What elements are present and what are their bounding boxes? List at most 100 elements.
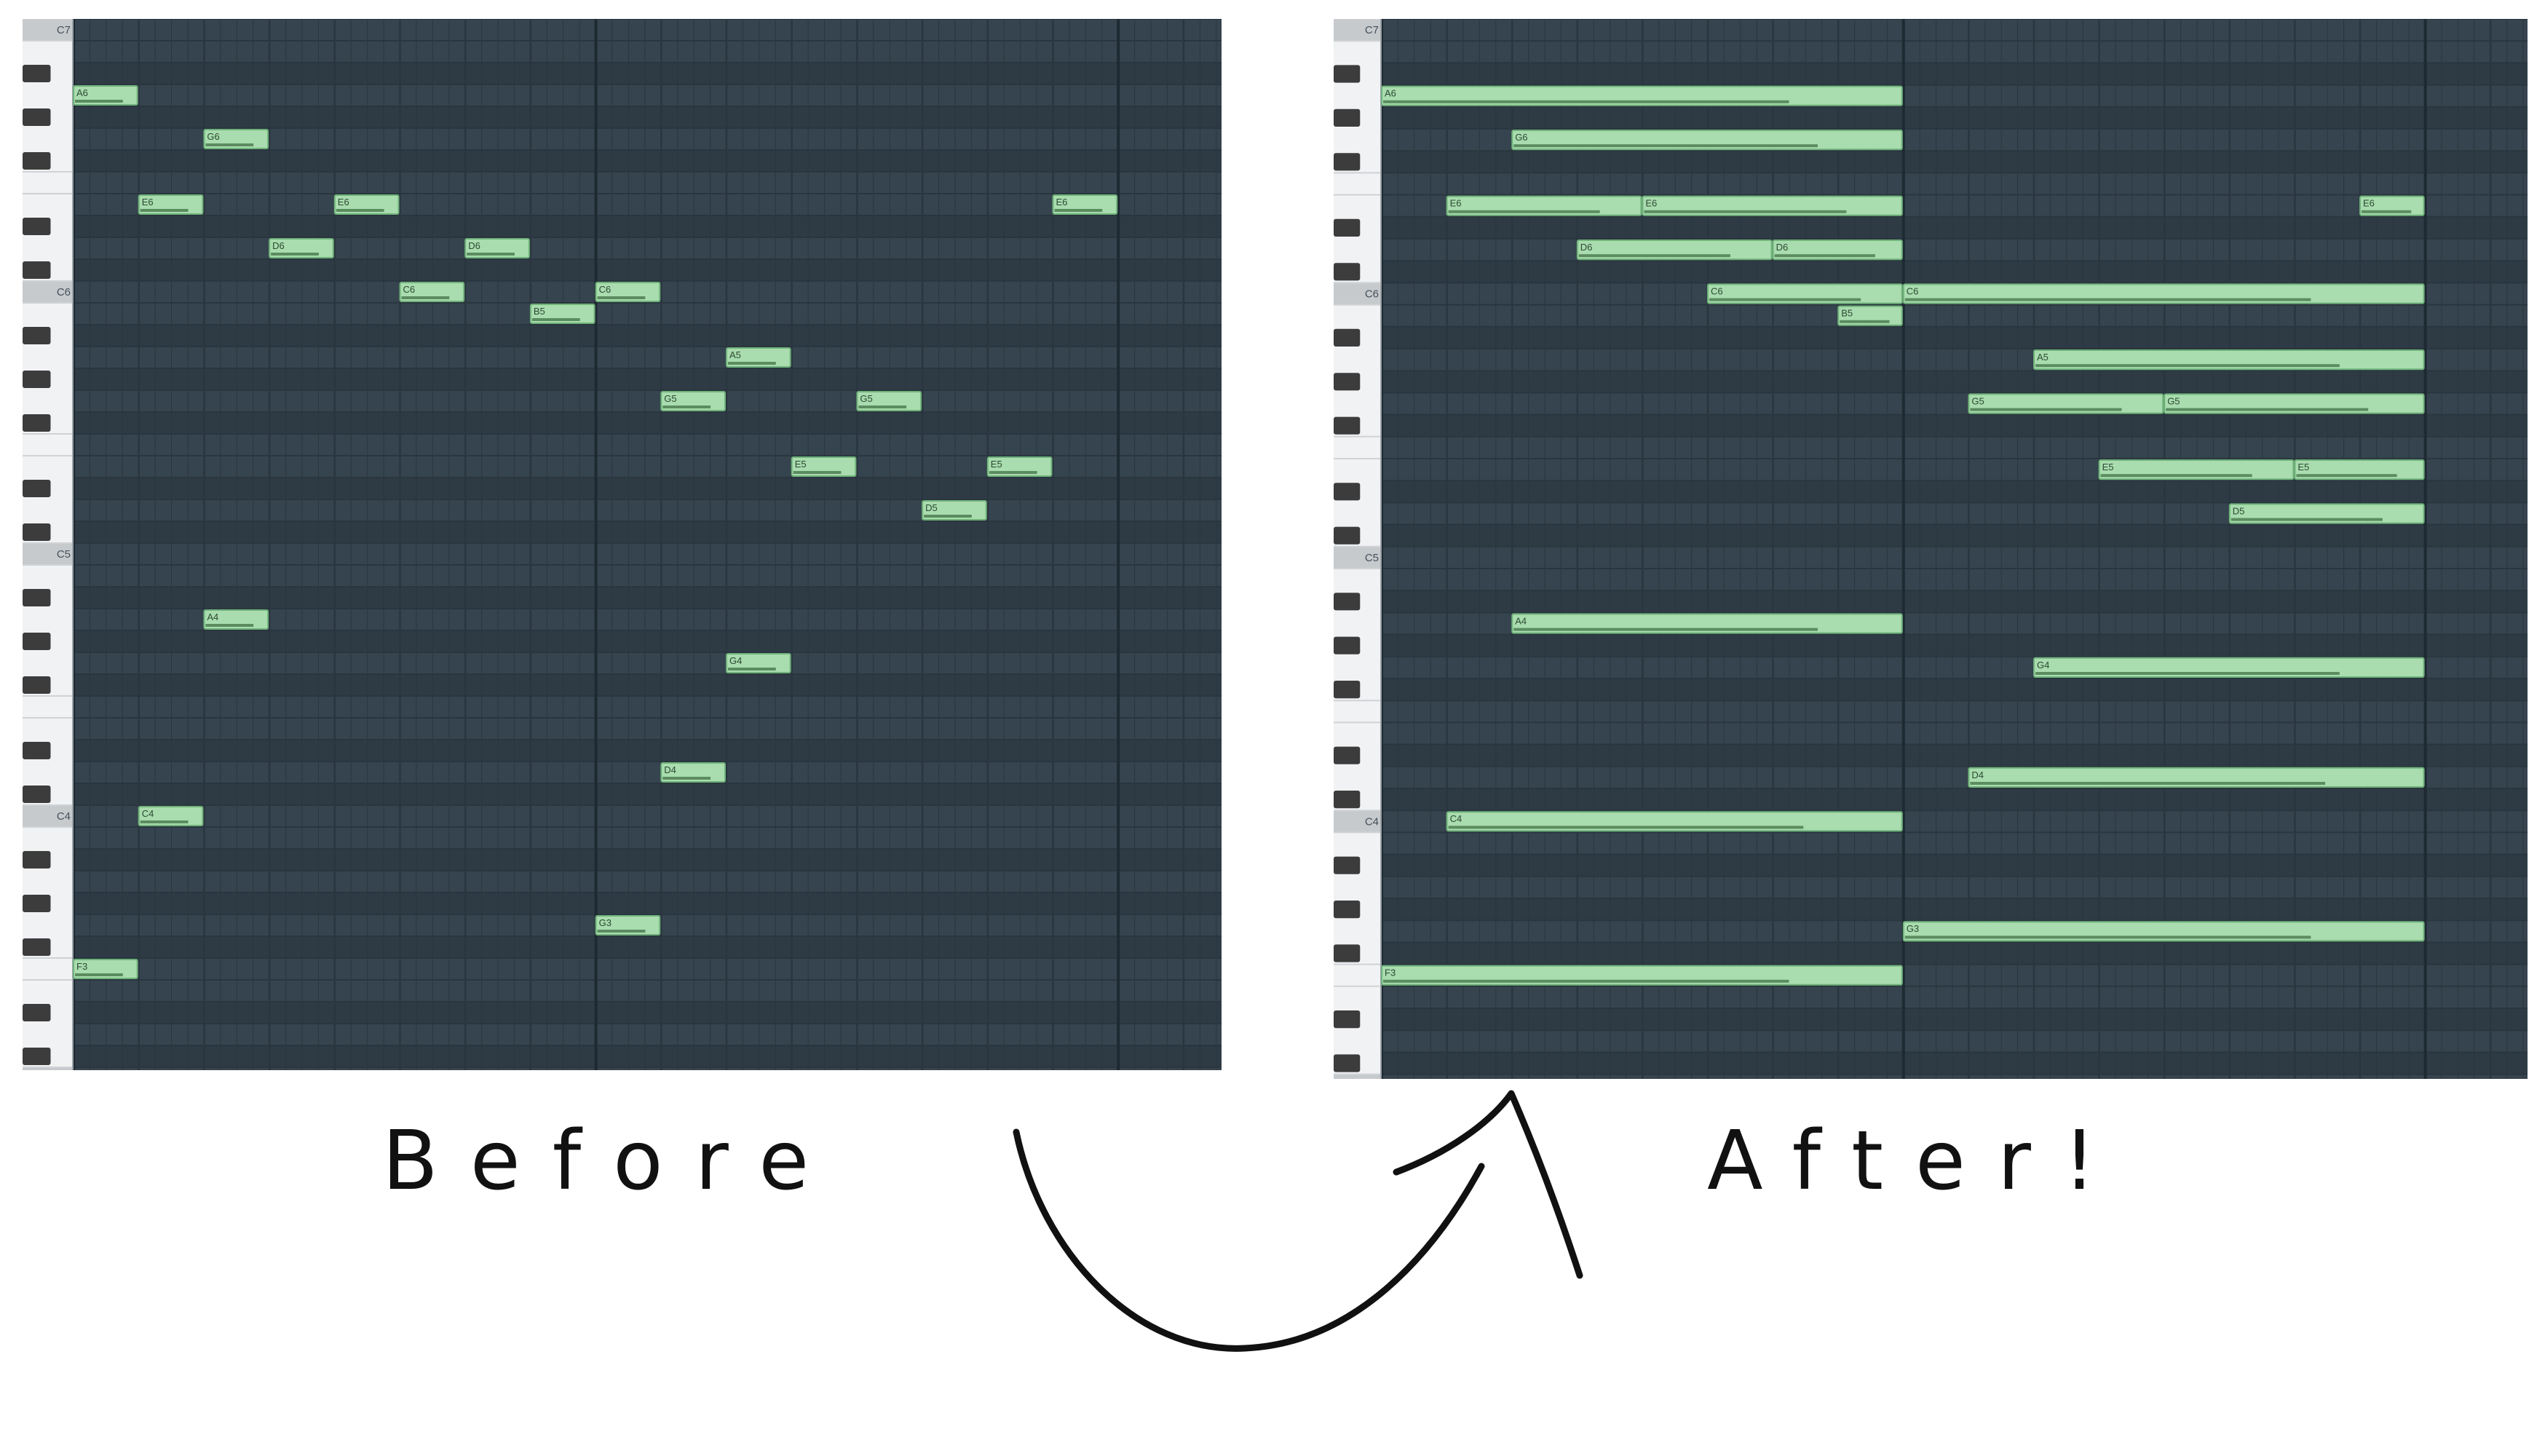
note[interactable]: A5 — [2033, 349, 2425, 371]
note-velocity-bar — [401, 296, 450, 299]
note[interactable]: G5 — [856, 391, 922, 411]
note[interactable]: A4 — [203, 609, 269, 630]
octave-label: C6 — [1365, 288, 1379, 301]
note[interactable]: E6 — [1446, 195, 1642, 216]
note-velocity-bar — [1709, 298, 1861, 301]
note[interactable]: E5 — [791, 456, 857, 477]
note[interactable]: G5 — [660, 391, 726, 411]
black-key — [23, 65, 51, 82]
note[interactable]: A6 — [1381, 85, 1903, 106]
c-key-band — [23, 281, 74, 303]
note-label: G4 — [2037, 660, 2049, 670]
note-label: E6 — [2363, 198, 2375, 209]
note[interactable]: F3 — [1381, 965, 1903, 986]
grid-row — [1382, 1008, 2528, 1031]
note[interactable]: D5 — [2228, 503, 2425, 524]
grid-row — [74, 194, 1222, 215]
note-velocity-bar — [75, 100, 123, 103]
note-velocity-bar — [597, 296, 646, 299]
note[interactable]: D4 — [1968, 767, 2425, 788]
note[interactable]: D4 — [660, 762, 726, 783]
note[interactable]: D6 — [269, 238, 334, 258]
before-caption: Before — [382, 1114, 842, 1208]
black-key — [1334, 526, 1361, 545]
grid-row — [74, 325, 1222, 347]
grid-row — [74, 893, 1222, 914]
note-velocity-bar — [662, 777, 711, 780]
note[interactable]: E6 — [333, 194, 400, 215]
note[interactable]: A4 — [1511, 613, 1903, 634]
note[interactable]: G3 — [595, 915, 661, 935]
note[interactable]: E5 — [986, 456, 1053, 477]
black-key — [1334, 65, 1361, 83]
grid-row — [74, 958, 1222, 980]
after-caption: After! — [1707, 1114, 2128, 1208]
black-key — [23, 895, 51, 912]
note[interactable]: D6 — [1772, 240, 1903, 261]
grid-row — [74, 630, 1222, 652]
black-key — [23, 327, 51, 344]
note[interactable]: C6 — [399, 282, 465, 302]
note[interactable]: G6 — [203, 129, 269, 149]
note[interactable]: A6 — [73, 85, 138, 106]
note[interactable]: A5 — [726, 347, 791, 368]
octave-label: C4 — [1365, 815, 1379, 828]
note-label: B5 — [1841, 308, 1853, 319]
note-label: G5 — [1971, 395, 1984, 406]
note-label: C6 — [403, 284, 416, 295]
note[interactable]: D6 — [1576, 240, 1773, 261]
note[interactable]: B5 — [529, 304, 595, 324]
note[interactable]: E5 — [2294, 459, 2425, 480]
note[interactable]: G5 — [1968, 393, 2164, 414]
note[interactable]: E6 — [1052, 194, 1118, 215]
grid-row — [74, 652, 1222, 674]
note-velocity-bar — [1448, 826, 1804, 829]
grid-row — [1382, 722, 2528, 745]
note[interactable]: F3 — [73, 959, 138, 979]
note-label: E6 — [1450, 198, 1462, 209]
note-velocity-bar — [1578, 254, 1730, 258]
black-key — [23, 218, 51, 235]
note[interactable]: D5 — [922, 500, 987, 521]
note-label: C6 — [1711, 285, 1723, 296]
note[interactable]: G4 — [726, 653, 791, 673]
note-label: B5 — [534, 306, 545, 317]
note[interactable]: D6 — [464, 238, 530, 258]
grid-row — [74, 106, 1222, 128]
note[interactable]: G3 — [1902, 921, 2425, 942]
note[interactable]: G6 — [1511, 130, 1903, 151]
grid-row — [1382, 1030, 2528, 1053]
note[interactable]: G5 — [2164, 393, 2425, 414]
c-key-band — [23, 1067, 74, 1070]
note-velocity-bar — [1970, 408, 2122, 411]
note[interactable]: E6 — [2359, 195, 2425, 216]
note-label: D5 — [2233, 505, 2245, 516]
note[interactable]: C6 — [1902, 283, 2425, 304]
note-label: A5 — [2037, 352, 2049, 363]
note[interactable]: C4 — [1446, 811, 1903, 832]
black-key — [23, 742, 51, 759]
grid-row — [74, 19, 1222, 41]
note[interactable]: E6 — [1642, 195, 1903, 216]
note-velocity-bar — [1970, 782, 2326, 785]
note[interactable]: E5 — [2098, 459, 2295, 480]
grid-row — [74, 543, 1222, 565]
grid-row — [74, 412, 1222, 434]
grid-row — [1382, 898, 2528, 921]
note-label: G3 — [599, 917, 611, 928]
note-velocity-bar — [662, 405, 711, 408]
note-velocity-bar — [728, 668, 776, 670]
note-label: D6 — [1580, 242, 1593, 253]
note[interactable]: G4 — [2033, 657, 2425, 678]
note-label: E5 — [795, 459, 807, 470]
note[interactable]: C6 — [595, 282, 661, 302]
note-label: C4 — [142, 808, 154, 819]
note[interactable]: C6 — [1707, 283, 1903, 304]
note[interactable]: B5 — [1837, 305, 1903, 326]
note[interactable]: E6 — [138, 194, 204, 215]
grid-row — [74, 805, 1222, 827]
black-key — [23, 1048, 51, 1065]
note-label: F3 — [76, 961, 87, 972]
note[interactable]: C4 — [138, 806, 204, 826]
grid-row — [74, 478, 1222, 499]
